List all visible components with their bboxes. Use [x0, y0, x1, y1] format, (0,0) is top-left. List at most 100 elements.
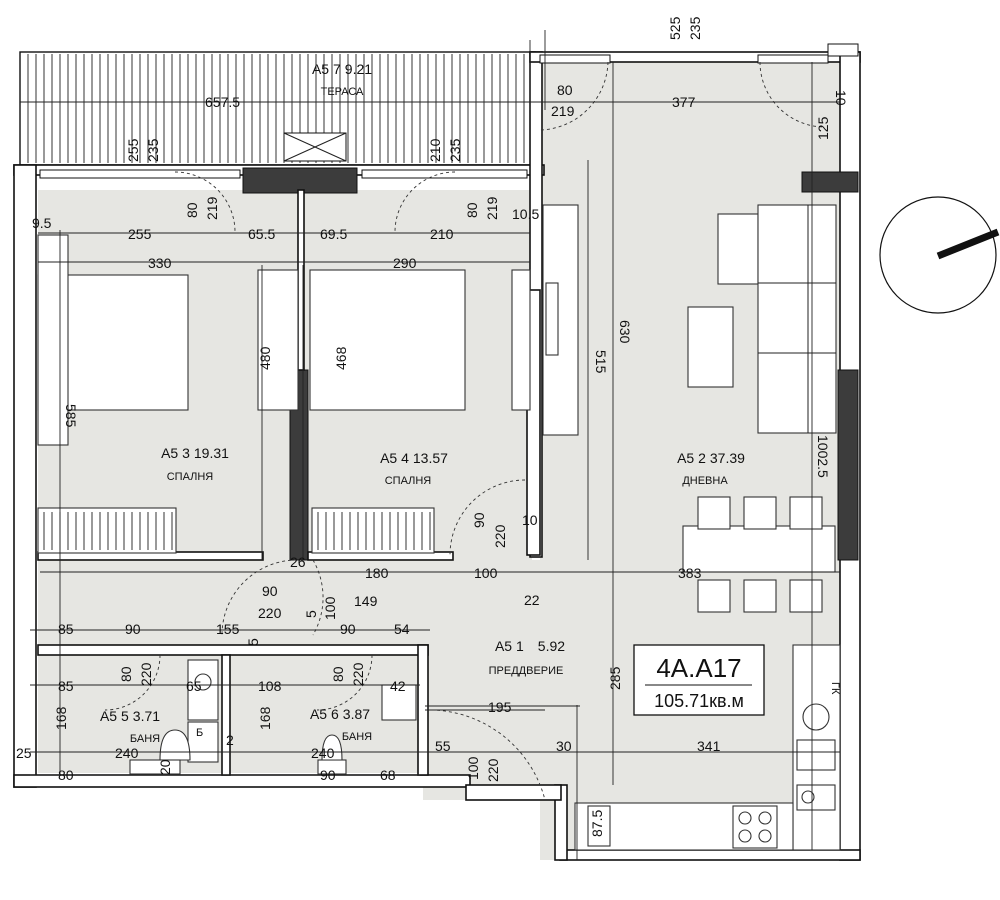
- dim-468: 468: [333, 346, 349, 370]
- dim-85b: 85: [58, 678, 74, 694]
- dim-220d: 220: [350, 662, 366, 686]
- toilet-icon: [159, 729, 191, 761]
- dim-22: 22: [524, 592, 540, 608]
- label-b: Б: [196, 727, 203, 739]
- bedroom2-name: СПАЛНЯ: [385, 475, 432, 487]
- hall-floor-2: [470, 700, 570, 800]
- dim-585: 585: [63, 404, 79, 428]
- rug-2: [311, 507, 435, 554]
- dim-220e: 220: [485, 758, 501, 782]
- dim-180: 180: [365, 565, 389, 581]
- dim-255b: 255: [128, 226, 152, 242]
- bed-2: [309, 269, 466, 411]
- dim-5a: 5: [245, 638, 261, 646]
- dim-155: 155: [216, 621, 240, 637]
- door-swings: [104, 61, 826, 801]
- dim-90a: 90: [471, 512, 487, 528]
- corridor-floor: [38, 560, 540, 645]
- dim-195: 195: [488, 699, 512, 715]
- unit-tag: 4A.A17 105.71кв.м: [633, 644, 765, 716]
- dim-2: 2: [226, 732, 234, 748]
- dim-80a: 80: [557, 82, 573, 98]
- dim-10a: 10: [833, 90, 849, 106]
- dim-210b: 210: [430, 226, 454, 242]
- dim-630: 630: [617, 320, 633, 344]
- dim-90e: 90: [320, 767, 336, 783]
- dim-90b: 90: [262, 583, 278, 599]
- dim-100b: 100: [322, 596, 338, 620]
- dim-220a: 220: [492, 524, 508, 548]
- living-floor: [540, 62, 840, 860]
- dim-168b: 168: [257, 706, 273, 730]
- terrace-floor: [20, 52, 535, 165]
- dim-65-5: 65.5: [248, 226, 275, 242]
- rug-1: [37, 507, 177, 554]
- dim-330: 330: [148, 255, 172, 271]
- dishwasher: [796, 739, 836, 771]
- dim-219b: 219: [204, 196, 220, 220]
- dim-235a: 235: [687, 16, 703, 40]
- dimension-texts: 525 235 657.5 80 219 377 10 125 255 235 …: [16, 16, 849, 837]
- dim-10-5: 10.5: [512, 206, 539, 222]
- dim-85a: 85: [58, 621, 74, 637]
- unit-id: 4A.A17: [656, 653, 741, 683]
- furniture: [37, 204, 841, 851]
- sink-icon: [802, 703, 830, 731]
- dim-285: 285: [607, 666, 623, 690]
- dim-240b: 240: [311, 745, 335, 761]
- dim-69-5: 69.5: [320, 226, 347, 242]
- headboard-1: [37, 234, 69, 446]
- dim-515: 515: [593, 350, 609, 374]
- dim-383: 383: [678, 565, 702, 581]
- stove-icon: [732, 805, 778, 849]
- wardrobe-2: [511, 269, 531, 411]
- dim-235b: 235: [145, 138, 161, 162]
- dim-30: 30: [556, 738, 572, 754]
- dim-240a: 240: [115, 745, 139, 761]
- dim-149: 149: [354, 593, 378, 609]
- walls: [13, 51, 861, 861]
- dimension-lines: [20, 30, 840, 860]
- dim-87-5: 87.5: [589, 810, 605, 837]
- wardrobe-1: [257, 269, 299, 411]
- dim-100c: 100: [465, 756, 481, 780]
- dim-80e: 80: [330, 666, 346, 682]
- dim-54: 54: [394, 621, 410, 637]
- label-gk: ГК: [829, 682, 841, 695]
- dim-219a: 219: [551, 103, 575, 119]
- dim-255a: 255: [125, 138, 141, 162]
- dim-26: 26: [290, 554, 306, 570]
- dim-235c: 235: [447, 138, 463, 162]
- living-name: ДНЕВНА: [682, 475, 728, 487]
- dim-65b: 65: [186, 678, 202, 694]
- dim-55: 55: [435, 738, 451, 754]
- terrace-railing: [19, 51, 536, 166]
- dim-80c: 80: [464, 202, 480, 218]
- terrace-name: ТЕРАСА: [321, 86, 364, 98]
- windows: [39, 43, 859, 179]
- dim-5b: 5: [303, 610, 319, 618]
- dim-525: 525: [667, 16, 683, 40]
- dim-80b: 80: [184, 202, 200, 218]
- dim-657-5: 657.5: [205, 94, 240, 110]
- hall-name: ПРЕДДВЕРИЕ: [489, 665, 564, 677]
- unit-area: 105.71кв.м: [654, 691, 744, 711]
- dim-42: 42: [390, 678, 406, 694]
- dim-80f: 80: [58, 767, 74, 783]
- dim-68: 68: [380, 767, 396, 783]
- dining-table: [682, 525, 836, 573]
- dim-10b: 10: [522, 512, 538, 528]
- dim-377: 377: [672, 94, 696, 110]
- dim-108: 108: [258, 678, 282, 694]
- sofa: [757, 204, 837, 434]
- dim-1002-5: 1002.5: [815, 435, 831, 478]
- bedroom1-name: СПАЛНЯ: [167, 471, 214, 483]
- dim-25: 25: [16, 745, 32, 761]
